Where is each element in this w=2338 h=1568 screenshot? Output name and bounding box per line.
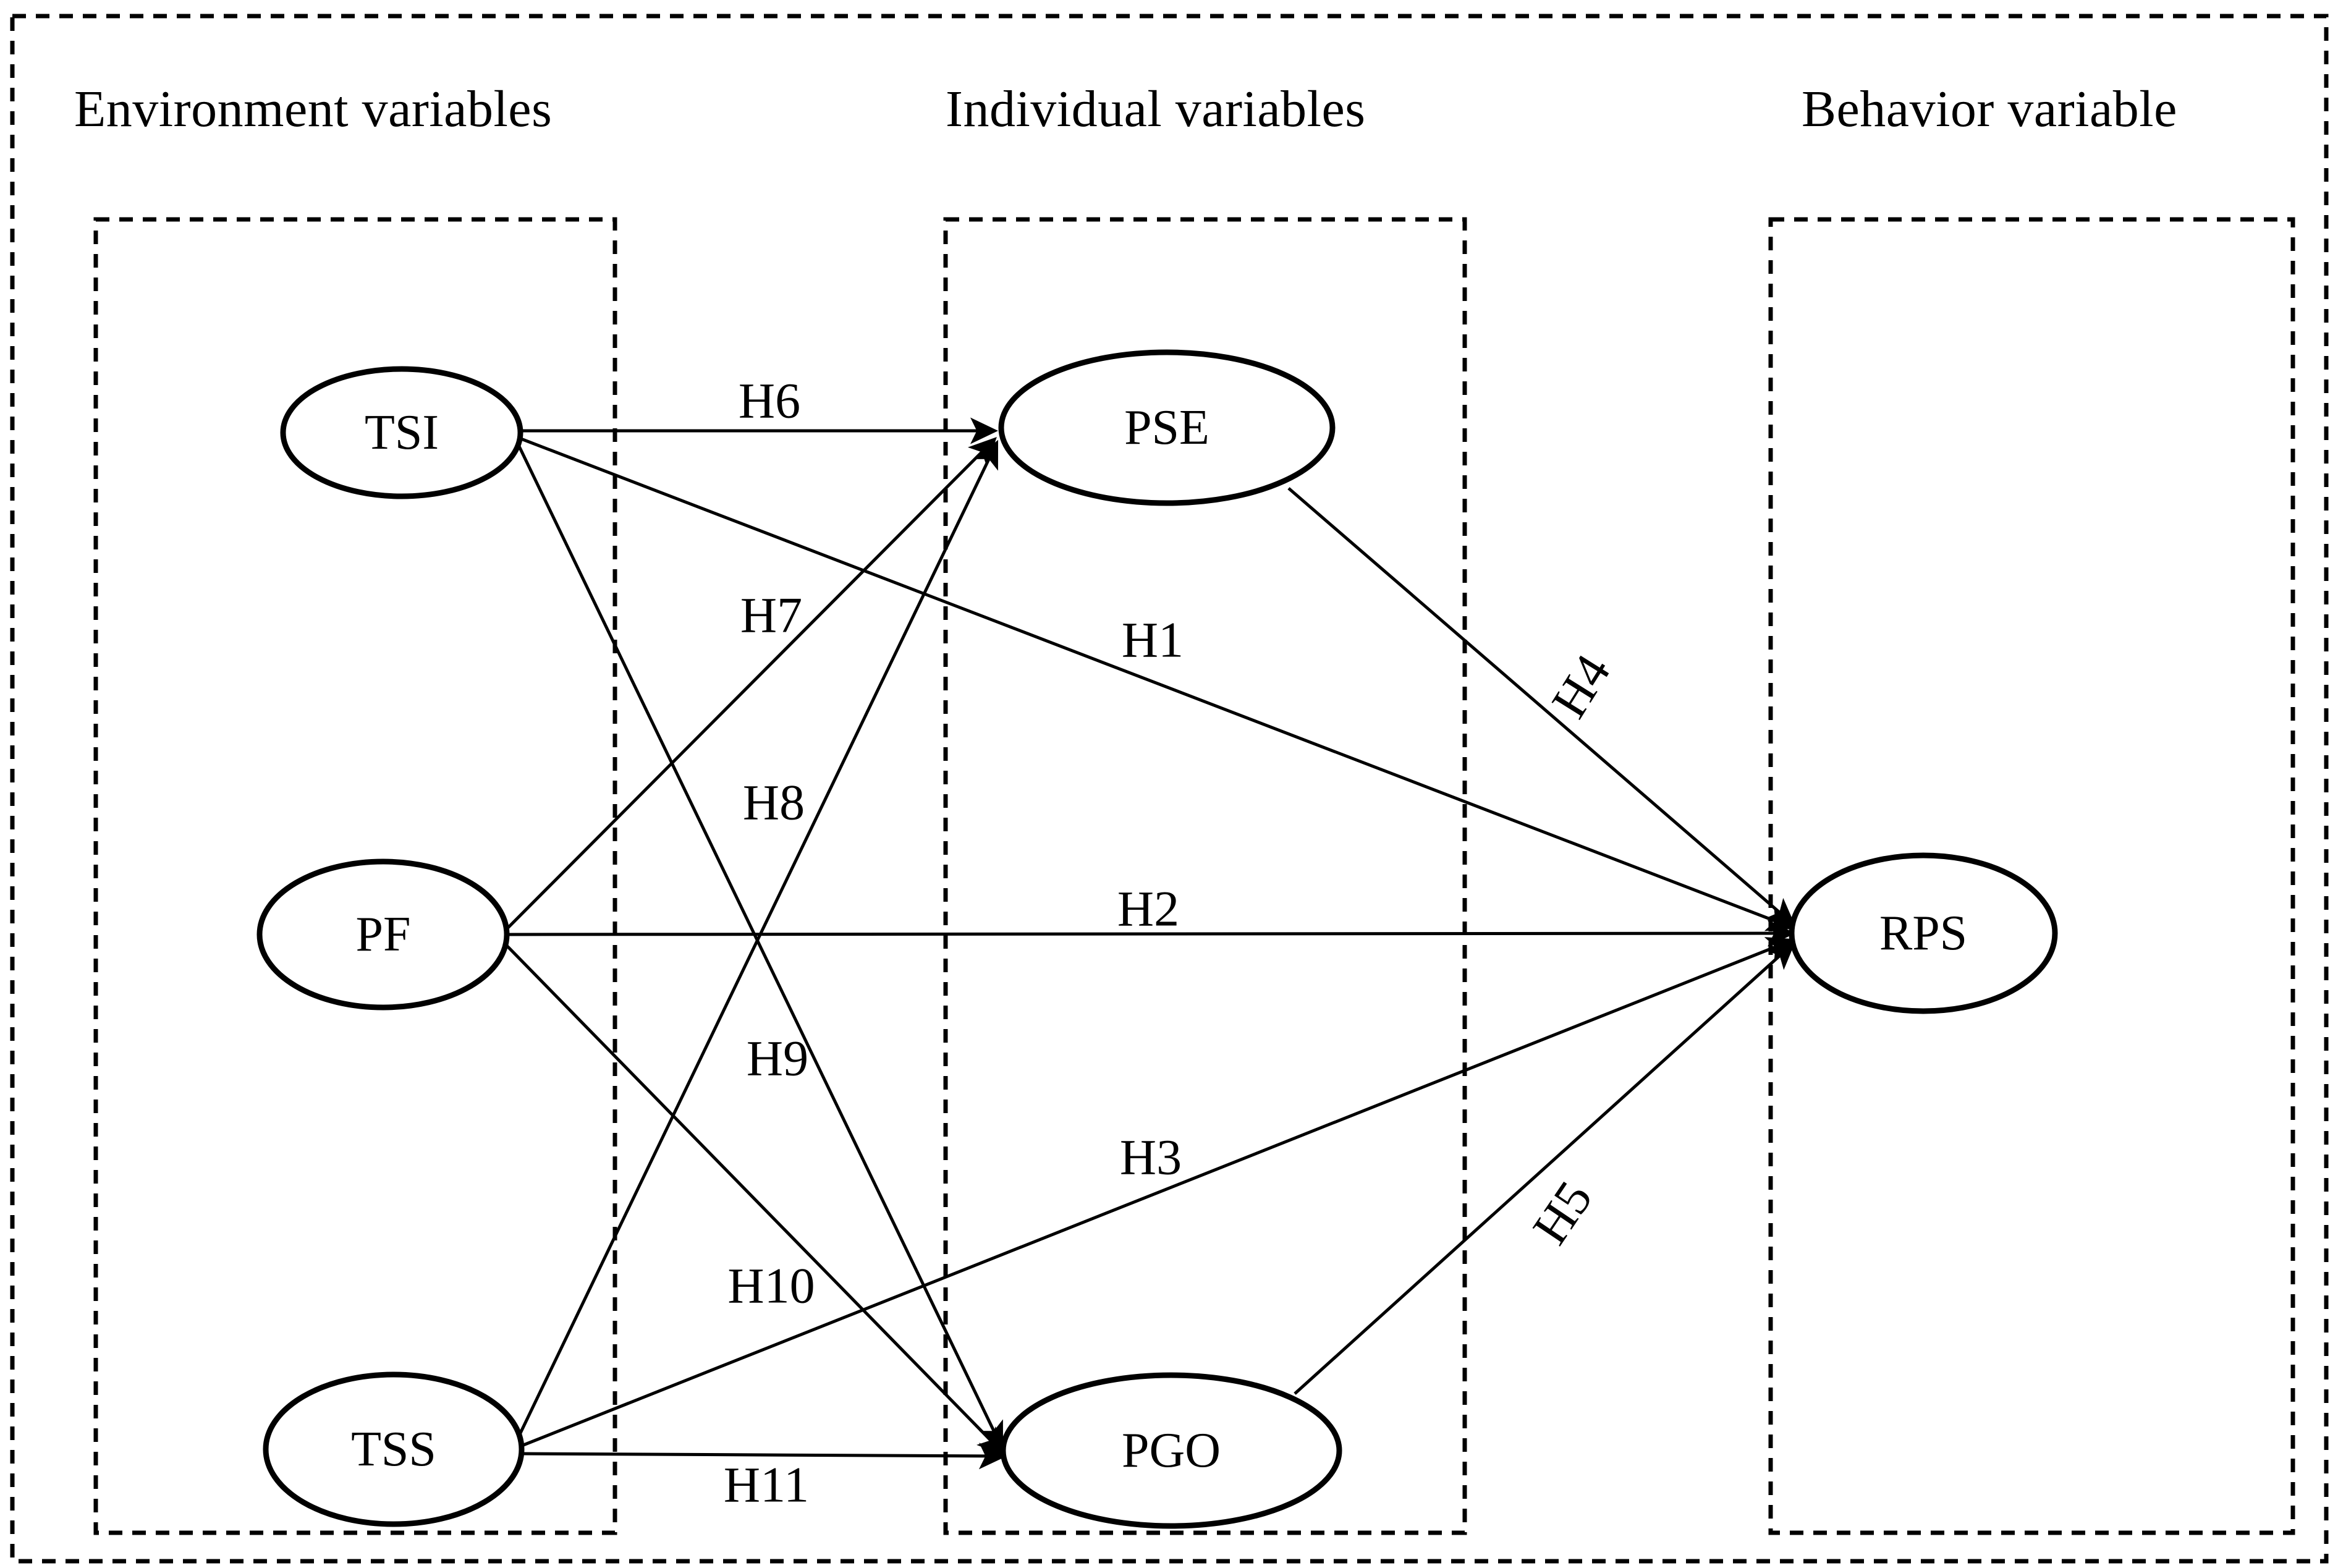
edge-line-h10 (504, 943, 1006, 1456)
edge-label-h8: H8 (743, 774, 805, 831)
node-label-tsi: TSI (365, 405, 439, 460)
node-label-pse: PSE (1124, 400, 1209, 455)
group-box-environment (93, 217, 617, 1535)
node-ellipse-tss (263, 1371, 525, 1527)
node-ellipse-pf (256, 858, 510, 1011)
node-rps[interactable]: RPS (1789, 852, 2058, 1014)
node-label-pgo: PGO (1122, 1423, 1221, 1478)
group-title-behavior: Behavior variable (1802, 80, 2177, 138)
group-title-environment: Environment variables (74, 80, 553, 138)
edge-label-h5: H5 (1522, 1171, 1603, 1254)
edge-line-h5 (1294, 941, 1796, 1395)
group-box-individual (943, 217, 1467, 1535)
edge-line-h7 (504, 437, 997, 931)
node-pse[interactable]: PSE (998, 349, 1336, 506)
node-label-pf: PF (356, 907, 411, 962)
edge-label-h11: H11 (724, 1457, 809, 1513)
node-ellipse-pgo (1000, 1372, 1342, 1529)
edge-label-h6: H6 (739, 373, 800, 429)
group-box-behavior (1768, 217, 2295, 1535)
outer-dashed-border (10, 14, 2329, 1564)
node-pgo[interactable]: PGO (1000, 1372, 1342, 1529)
node-label-tss: TSS (351, 1422, 436, 1477)
edge-line-h9 (516, 443, 1004, 1451)
edge-label-h10: H10 (727, 1258, 815, 1314)
edge-line-h4 (1287, 487, 1796, 926)
edge-line-h2 (506, 920, 1795, 947)
edge-label-h7: H7 (740, 587, 802, 643)
node-ellipse-rps (1789, 852, 2058, 1014)
edge-label-h1: H1 (1122, 612, 1184, 668)
node-pf[interactable]: PF (256, 858, 510, 1011)
edge-label-h9: H9 (747, 1030, 808, 1087)
node-ellipse-tsi (280, 366, 523, 499)
edge-line-h3 (520, 937, 1795, 1448)
edge-label-h3: H3 (1120, 1129, 1182, 1185)
node-label-rps: RPS (1879, 906, 1967, 960)
node-ellipse-pse (998, 349, 1336, 506)
node-tss[interactable]: TSS (263, 1371, 525, 1527)
group-title-individual: Individual variables (946, 80, 1366, 138)
edge-line-h11 (520, 1443, 1007, 1470)
node-tsi[interactable]: TSI (280, 366, 523, 499)
edge-line-h1 (517, 436, 1795, 931)
edge-label-h2: H2 (1117, 881, 1179, 937)
